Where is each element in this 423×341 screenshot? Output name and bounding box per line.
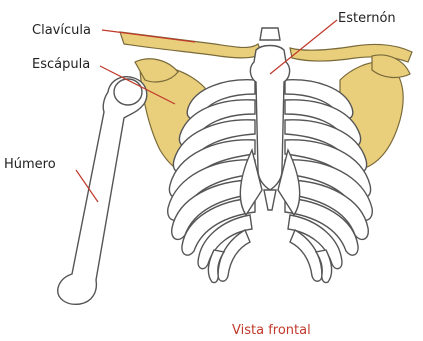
label-scapula: Escápula [32, 57, 90, 72]
label-sternum: Esternón [338, 11, 396, 26]
xiphoid-process [264, 190, 276, 210]
label-clavicle: Clavícula [32, 23, 91, 38]
left-clavicle [120, 32, 262, 58]
humerus [58, 77, 147, 305]
upper-vertebrae [260, 28, 280, 40]
label-humerus: Húmero [4, 157, 56, 172]
caption: Vista frontal [232, 323, 311, 338]
